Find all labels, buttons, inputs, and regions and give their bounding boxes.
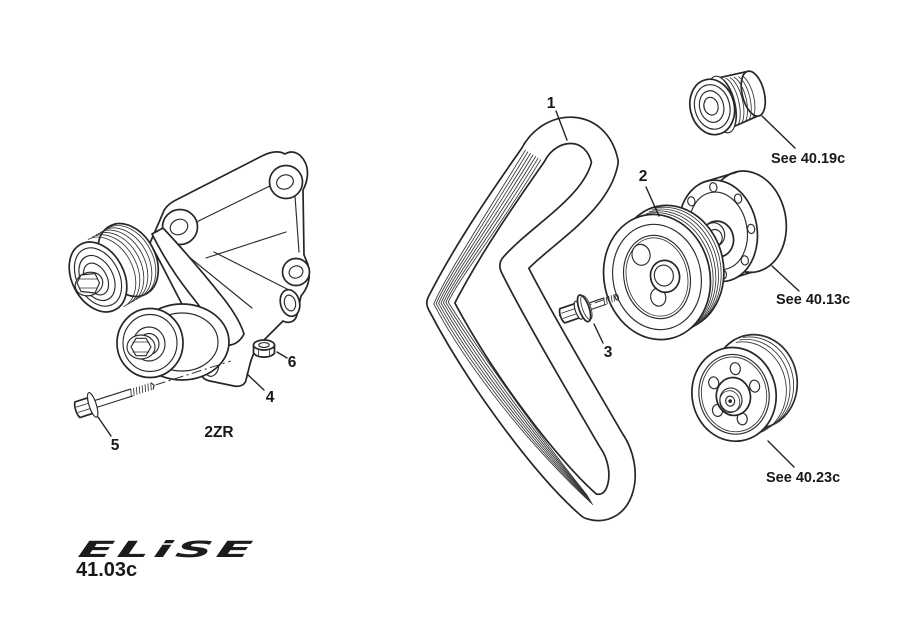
- alternator-pulley-drawing: [688, 70, 767, 136]
- drive-belt-drawing: [426, 116, 637, 522]
- callout-6-tensioner-nut: 6: [288, 354, 297, 371]
- tensioner-nut-drawing: [252, 339, 276, 358]
- idler-pulley-drawing: [68, 222, 160, 313]
- section-code-label: 41.03c: [76, 559, 137, 581]
- callout-4-tensioner-bracket: 4: [266, 389, 275, 406]
- elise-logo: ELiSE: [76, 536, 260, 562]
- ref-water-pump-pulley: See 40.23c: [766, 470, 840, 486]
- water-pump-pulley-drawing: [691, 333, 799, 443]
- ref-crankshaft-damper: See 40.13c: [776, 292, 850, 308]
- callout-2-crankshaft-pulley: 2: [639, 168, 648, 185]
- callout-3-pulley-bolt: 3: [604, 344, 613, 361]
- tensioner-pulley-drawing: [116, 307, 184, 379]
- tensioner-bolt-drawing: [73, 360, 232, 419]
- ref-alternator-pulley: See 40.19c: [771, 151, 845, 167]
- tensioner-bracket-drawing: [149, 150, 311, 388]
- callout-1-drive-belt: 1: [547, 95, 556, 112]
- pulley-bolt-drawing: [558, 293, 619, 324]
- engine-code-label: 2ZR: [204, 424, 233, 441]
- callout-5-tensioner-bolt: 5: [111, 437, 120, 454]
- crankshaft-pulley-drawing: [602, 204, 725, 341]
- leader-lines: [97, 110, 800, 468]
